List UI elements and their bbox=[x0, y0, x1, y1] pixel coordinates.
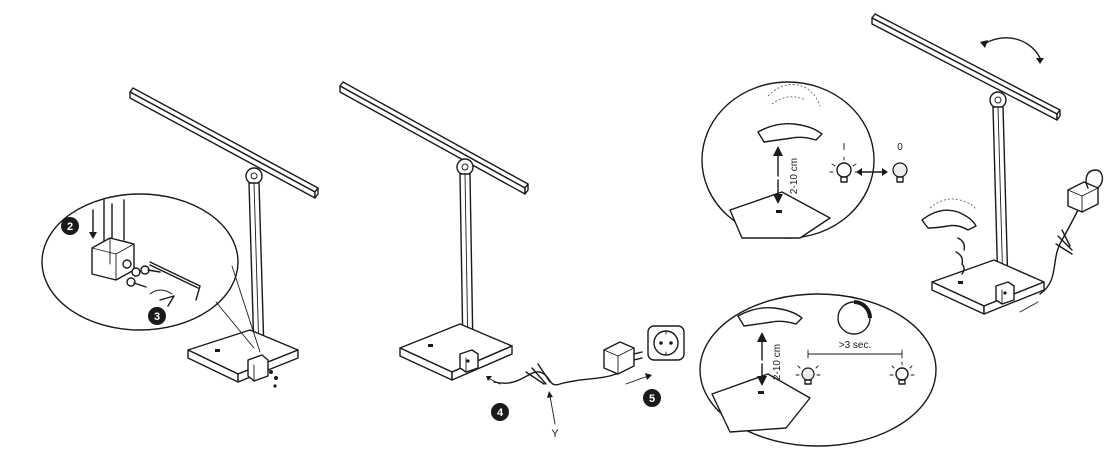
step-4-number: 4 bbox=[497, 407, 504, 419]
lamp-arm-1 bbox=[248, 182, 265, 353]
dimmer-ring-icon bbox=[837, 300, 872, 335]
connector-block-2 bbox=[459, 349, 479, 373]
panel-power: Y 4 5 bbox=[339, 81, 685, 440]
state-on-label: I bbox=[843, 142, 846, 153]
step-2-number: 2 bbox=[67, 221, 73, 233]
power-socket-icon bbox=[647, 325, 685, 361]
cable-label: Y bbox=[551, 428, 559, 440]
distance-label-on-off: 2-10 cm bbox=[789, 158, 800, 194]
power-adapter-icon bbox=[603, 341, 643, 375]
hex-key-icon bbox=[149, 261, 201, 301]
step-4-badge: 4 bbox=[491, 403, 509, 421]
lamp-head-2 bbox=[339, 81, 529, 195]
connector-block-1 bbox=[247, 354, 278, 388]
lamp-base-2 bbox=[399, 323, 513, 381]
state-off-label: 0 bbox=[897, 142, 903, 153]
lamp-base-3 bbox=[931, 259, 1045, 315]
connector-block-3 bbox=[995, 281, 1015, 305]
step-2-badge: 2 bbox=[61, 217, 79, 235]
lamp-arm-2 bbox=[459, 173, 474, 353]
screws bbox=[122, 259, 161, 288]
power-cable bbox=[493, 361, 621, 386]
bulb-on-icon bbox=[829, 156, 859, 183]
lamp-joint-1 bbox=[245, 167, 263, 185]
step-5-badge: 5 bbox=[643, 389, 661, 407]
lamp-head-3 bbox=[871, 13, 1061, 121]
zoom-circle-dimming: 2-10 cm >3 sec. bbox=[699, 293, 937, 447]
hold-time-label: >3 sec. bbox=[839, 340, 872, 351]
step-3-number: 3 bbox=[154, 311, 160, 323]
power-adapter-icon-3 bbox=[1067, 169, 1104, 213]
step-3-badge: 3 bbox=[148, 307, 166, 325]
lamp-base-1 bbox=[187, 329, 299, 383]
lamp-joint-3 bbox=[989, 91, 1007, 109]
panel-assembly: 2 3 bbox=[41, 87, 319, 388]
zoom-circle-on-off: 2-10 cm I 0 bbox=[701, 81, 908, 239]
distance-label-dimming: 2-10 cm bbox=[772, 344, 783, 380]
lamp-joint-2 bbox=[456, 158, 474, 176]
bulb-off-icon bbox=[892, 162, 908, 183]
panel-operation: 2-10 cm I 0 bbox=[699, 13, 1104, 447]
hand-icon bbox=[921, 198, 977, 231]
bulb-bright-icon bbox=[889, 361, 915, 385]
bulb-dim-icon bbox=[795, 365, 821, 385]
lamp-head-1 bbox=[129, 87, 319, 199]
rotate-arrow bbox=[983, 37, 1041, 59]
zoom-arm bbox=[91, 199, 135, 281]
step-5-number: 5 bbox=[649, 393, 655, 405]
zoom-circle-assembly bbox=[41, 193, 239, 331]
